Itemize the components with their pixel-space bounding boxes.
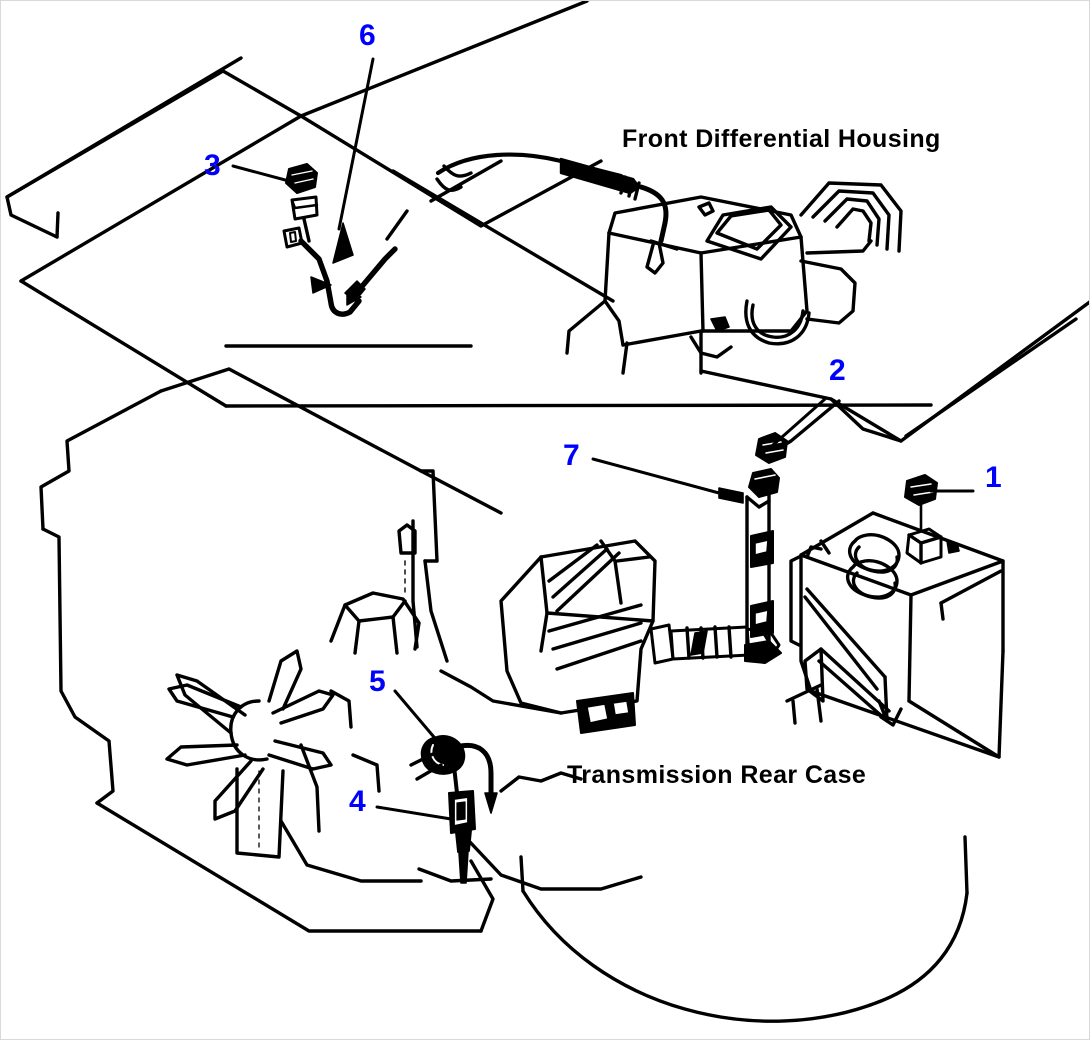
leader-5	[393, 689, 441, 745]
chassis-frame	[5, 1, 1089, 455]
callout-leaders	[231, 57, 975, 821]
fitting-transmission	[409, 735, 498, 814]
label-front-differential-housing: Front Differential Housing	[622, 125, 941, 153]
leader-6	[337, 57, 375, 231]
leader-3	[231, 164, 291, 183]
tire-outline	[519, 835, 969, 1023]
label-transmission-rear-case: Transmission Rear Case	[567, 761, 867, 789]
callout-number-5: 5	[369, 665, 386, 698]
callout-number-3: 3	[204, 149, 221, 182]
callout-number-2: 2	[829, 354, 846, 387]
fuel-tank	[785, 511, 1005, 759]
leader-7	[591, 457, 721, 495]
sensor-lower-transmission	[448, 790, 476, 884]
callout-number-1: 1	[985, 461, 1002, 494]
callout-number-4: 4	[349, 785, 366, 818]
callout-number-7: 7	[563, 439, 580, 472]
leader-4	[375, 805, 453, 821]
leader-2	[771, 397, 827, 447]
callout-number-6: 6	[359, 19, 376, 52]
engine-block	[39, 367, 643, 933]
transmission-rear-case	[499, 539, 781, 734]
leader-6-arrowhead	[332, 222, 354, 264]
breather-tube-assembly	[282, 163, 409, 317]
front-differential-housing	[435, 152, 903, 375]
plug-nut-fuel-tank	[904, 474, 938, 533]
